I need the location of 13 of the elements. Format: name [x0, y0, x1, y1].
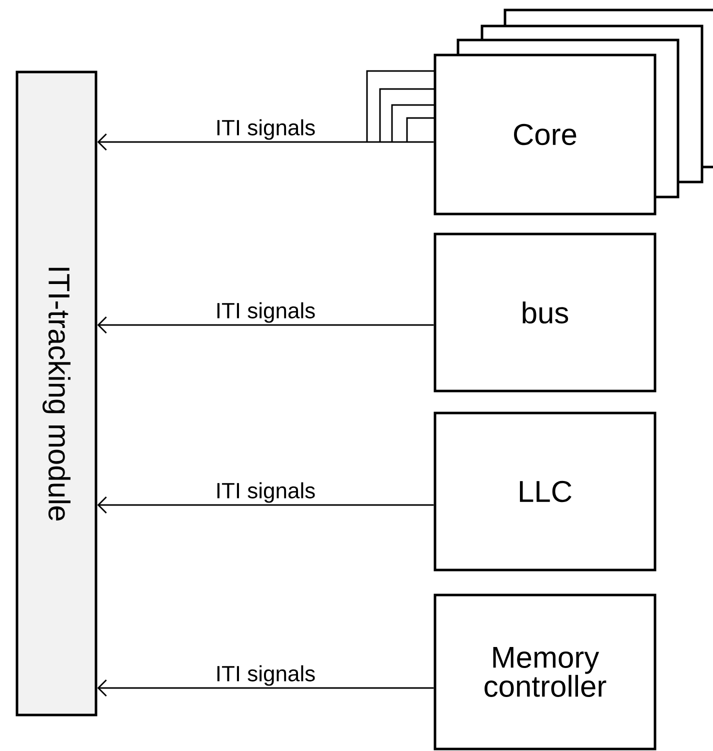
arrow	[97, 679, 434, 697]
arrow	[97, 133, 434, 151]
core-box: Core	[434, 54, 656, 216]
arrow	[97, 316, 434, 334]
module-box: ITI-tracking module	[16, 70, 98, 716]
edge-label: ITI signals	[217, 665, 315, 686]
edge-label: ITI signals	[217, 119, 315, 140]
bus-box: bus	[434, 232, 656, 392]
arrow	[97, 496, 434, 514]
edge-label: ITI signals	[217, 302, 315, 323]
controller-box: Memory controller	[434, 594, 656, 750]
cache-box: LLC	[434, 412, 656, 572]
edge-label: ITI signals	[217, 482, 315, 503]
